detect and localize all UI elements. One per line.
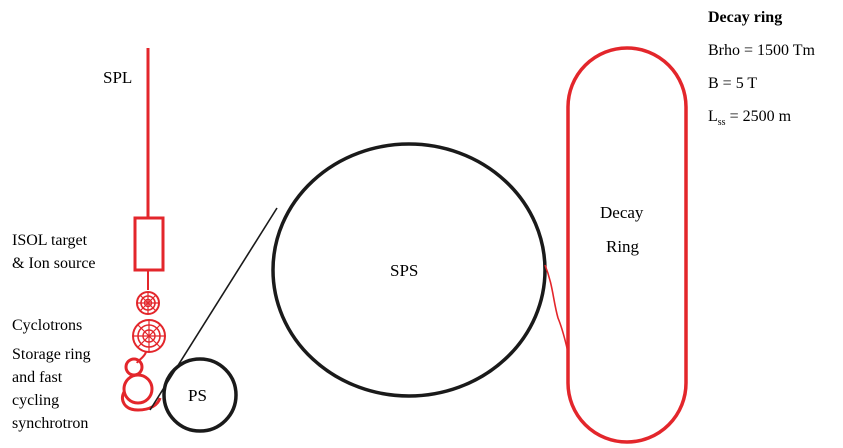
decay-ring-label-line1: Decay bbox=[600, 203, 644, 222]
cyclotron-small bbox=[136, 291, 160, 315]
decay-params-title: Decay ring bbox=[708, 9, 782, 26]
ps-to-sps-transfer-line bbox=[149, 207, 278, 411]
storage-label-line4: synchrotron bbox=[12, 415, 88, 432]
storage-label-line3: cycling bbox=[12, 392, 59, 409]
cyclotrons-label: Cyclotrons bbox=[12, 317, 82, 334]
sps-label: SPS bbox=[390, 261, 418, 280]
isol-label-line1: ISOL target bbox=[12, 232, 88, 249]
cyclotron-large bbox=[132, 319, 166, 353]
lss-symbol: L bbox=[708, 108, 718, 125]
storage-label-line2: and fast bbox=[12, 369, 63, 386]
ps-label: PS bbox=[188, 386, 207, 405]
isol-target-box bbox=[133, 216, 165, 272]
rapid-cycling-synchrotron bbox=[122, 373, 154, 405]
decay-params-b-field: B = 5 T bbox=[708, 75, 757, 92]
storage-label-line1: Storage ring bbox=[12, 346, 91, 363]
decay-params-brho: Brho = 1500 Tm bbox=[708, 42, 816, 59]
decay-params-lss: Lss = 2500 m bbox=[708, 108, 792, 128]
decay-ring-label-line2: Ring bbox=[606, 237, 640, 256]
cyclotron-to-storage-link bbox=[136, 351, 147, 364]
storage-ring bbox=[124, 357, 144, 377]
ps-ring bbox=[162, 357, 238, 433]
decay-ring bbox=[566, 46, 688, 444]
isol-label-line2: & Ion source bbox=[12, 255, 96, 272]
sps-to-decay-transfer-line bbox=[544, 264, 569, 353]
spl-label: SPL bbox=[103, 68, 132, 87]
rcs-injection-tail bbox=[121, 391, 162, 412]
lss-subscript: ss bbox=[718, 117, 726, 128]
lss-value: = 2500 m bbox=[726, 108, 792, 125]
sps-ring bbox=[271, 142, 547, 398]
